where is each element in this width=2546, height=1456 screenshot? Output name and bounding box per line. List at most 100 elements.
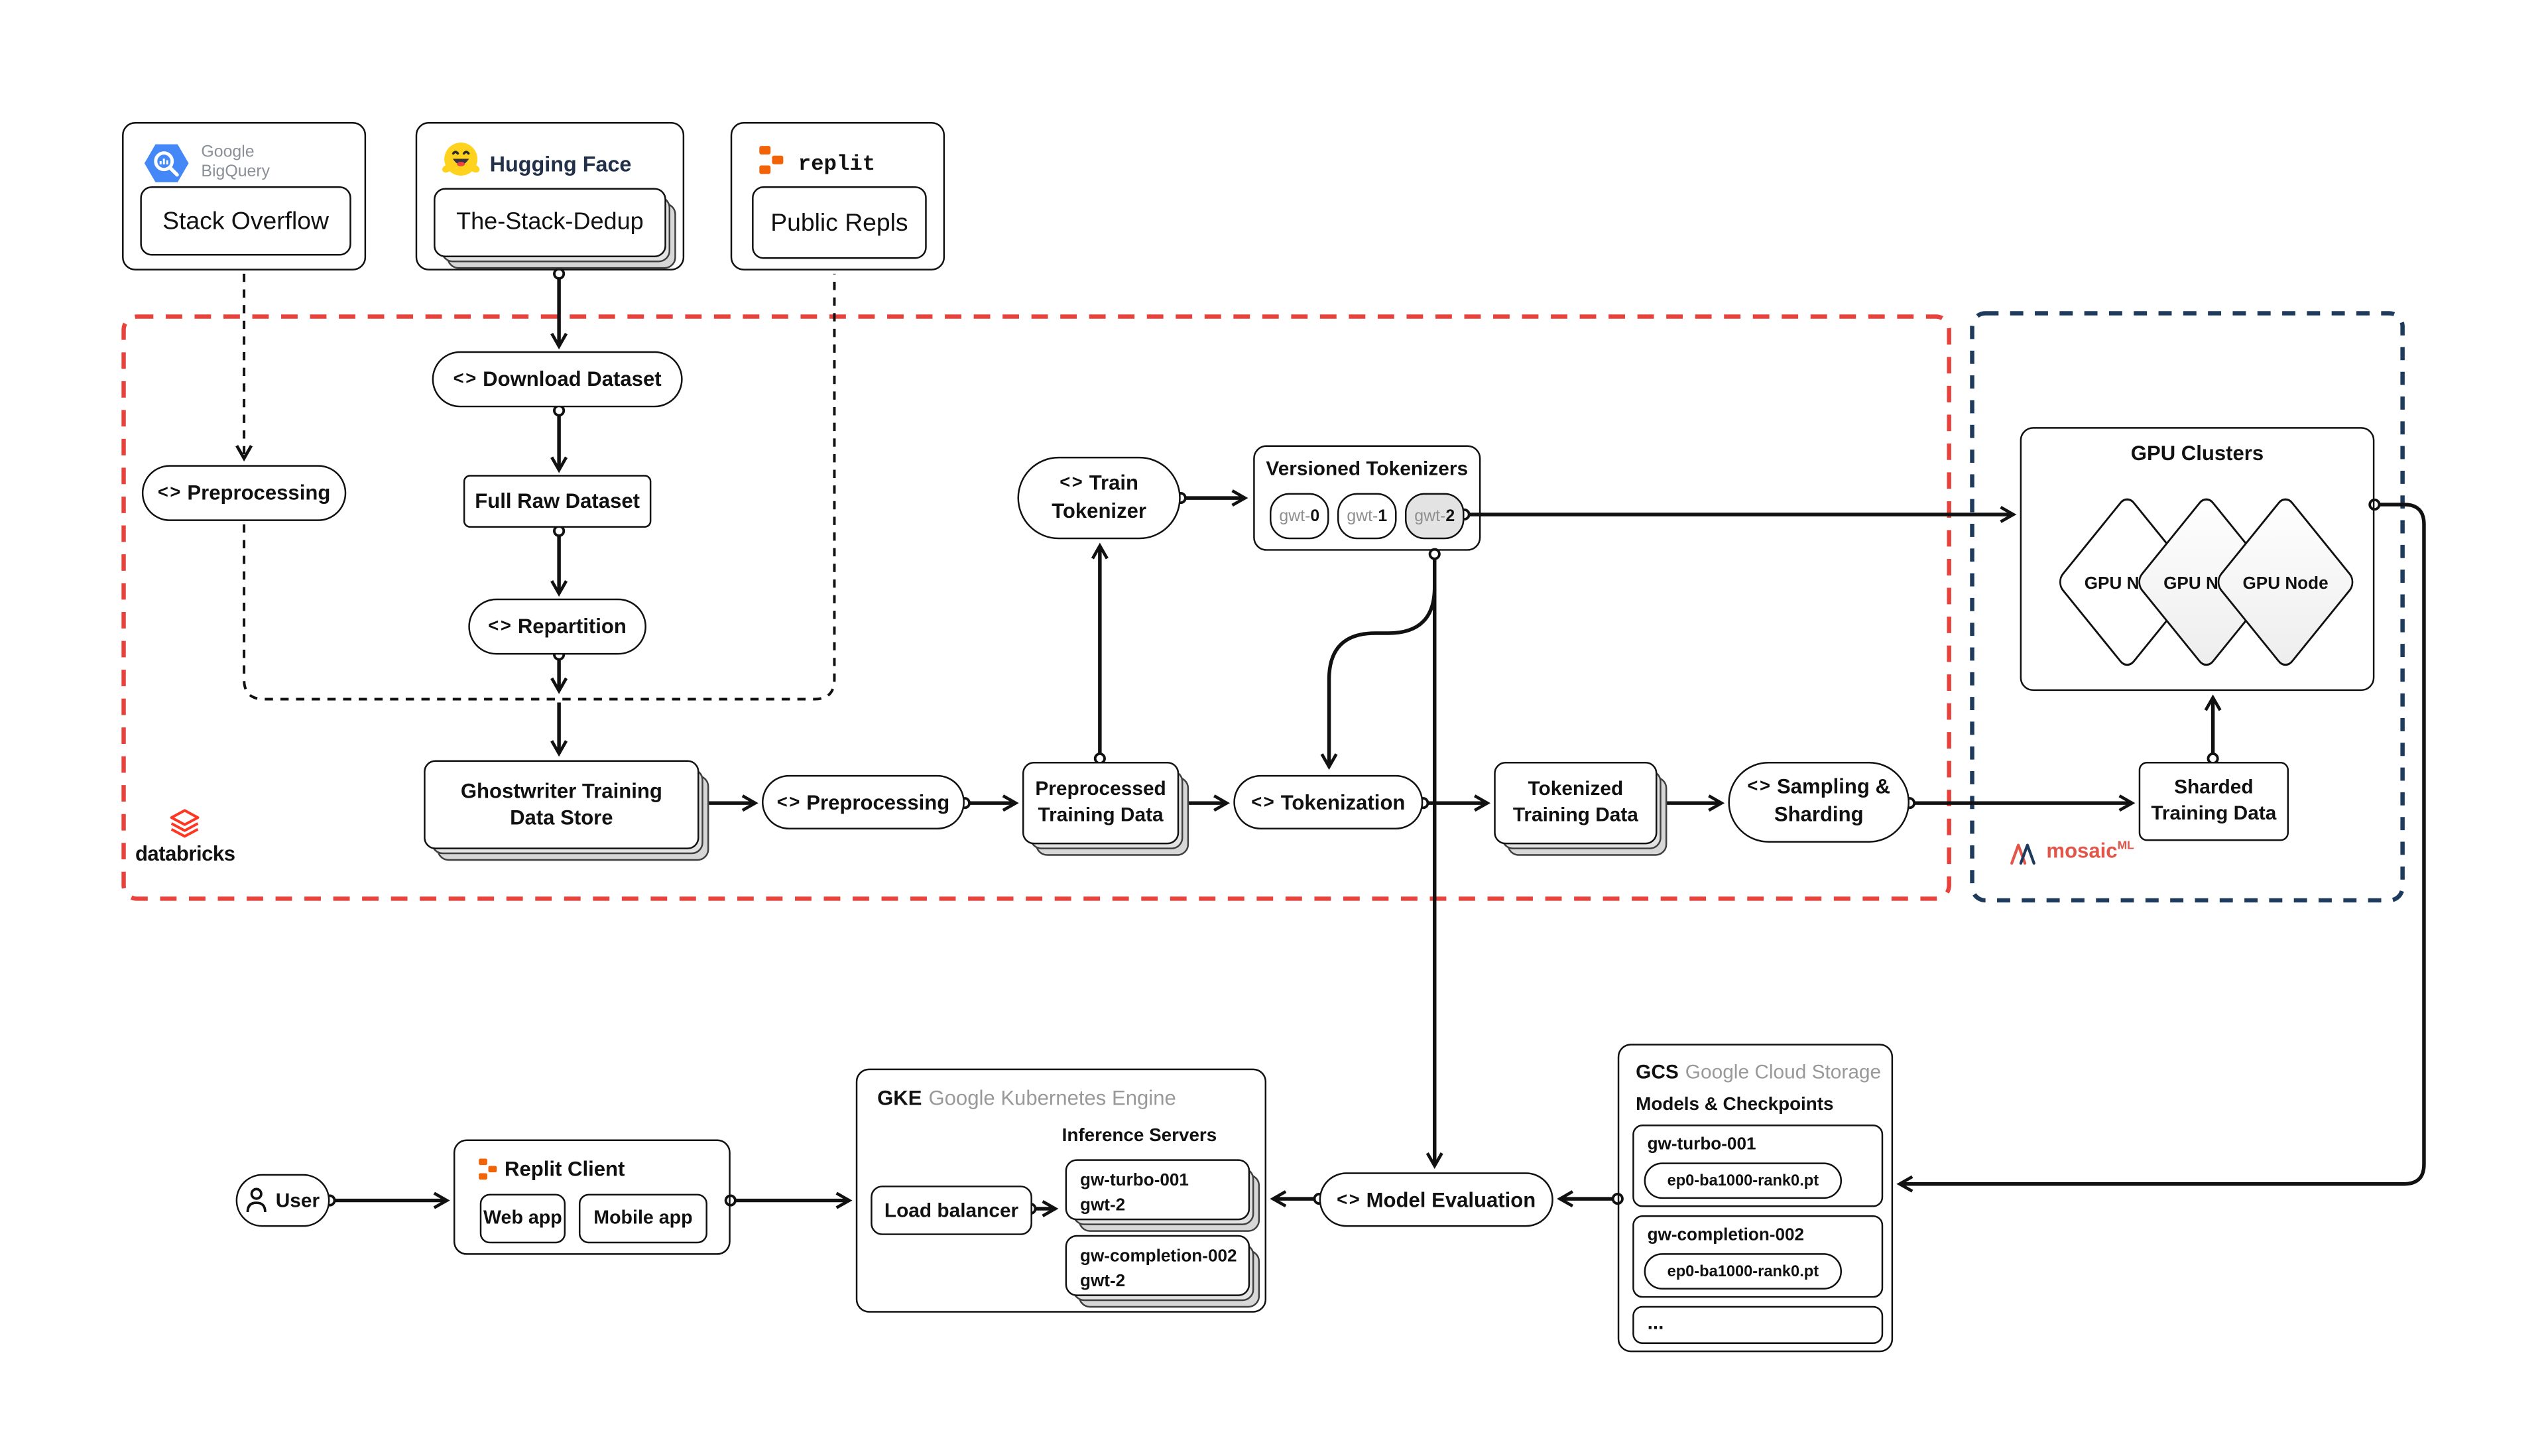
replit-client-box: Replit Client Web app Mobile app xyxy=(453,1139,731,1255)
download-dataset-label: Download Dataset xyxy=(483,367,662,391)
inference-server-1: gw-turbo-001 gwt-2 xyxy=(1065,1159,1250,1221)
gcs-title: GCS Google Cloud Storage xyxy=(1636,1060,1881,1083)
inference-server-2-tokenizer: gwt-2 xyxy=(1080,1272,1126,1292)
gke-abbr: GKE xyxy=(877,1086,922,1110)
gke-full: Google Kubernetes Engine xyxy=(928,1086,1176,1110)
gpu-node-label-3: GPU Node xyxy=(2242,573,2328,593)
train-tokenizer-node: < > Train Tokenizer xyxy=(1017,456,1181,540)
inference-server-2-name: gw-completion-002 xyxy=(1080,1246,1237,1267)
inference-server-2: gw-completion-002 gwt-2 xyxy=(1065,1235,1250,1296)
public-repls-node: Public Repls xyxy=(752,186,927,259)
inference-server-1-tokenizer: gwt-2 xyxy=(1080,1195,1126,1216)
tokenization-label: Tokenization xyxy=(1280,790,1406,814)
inference-servers-title: Inference Servers xyxy=(1061,1126,1217,1146)
replit-brand: replit xyxy=(798,151,876,177)
code-icon: < > xyxy=(776,792,800,812)
gcs-entry-2: gw-completion-002 ep0-ba1000-rank0.pt xyxy=(1632,1215,1884,1298)
gcs-box: GCS Google Cloud Storage Models & Checkpo… xyxy=(1617,1044,1894,1353)
train-tokenizer-line1: Train xyxy=(1089,471,1139,495)
gcs-entry-1-checkpoint-label: ep0-ba1000-rank0.pt xyxy=(1667,1172,1819,1190)
bigquery-source-box: Google BigQuery Stack Overflow xyxy=(122,122,367,271)
load-balancer-node: Load balancer xyxy=(871,1185,1032,1235)
mosaicml-icon xyxy=(2010,843,2035,865)
inference-server-1-name: gw-turbo-001 xyxy=(1080,1170,1189,1191)
preprocessed-data-node: Preprocessed Training Data xyxy=(1022,762,1180,845)
sampling-line2: Sharding xyxy=(1774,803,1864,827)
preprocessing-ingest-node: < > Preprocessing xyxy=(141,465,347,521)
bigquery-icon xyxy=(144,144,189,182)
tokenizer-version-gwt2: gwt-2 xyxy=(1404,493,1465,540)
gwt0-num: 0 xyxy=(1310,507,1320,526)
gpu-clusters-title: GPU Clusters xyxy=(2130,442,2264,465)
code-icon: < > xyxy=(488,617,511,637)
download-dataset-node: < > Download Dataset xyxy=(432,351,683,408)
gcs-entry-1-checkpoint: ep0-ba1000-rank0.pt xyxy=(1644,1162,1843,1199)
code-icon: < > xyxy=(157,483,181,503)
gpu-clusters-box: GPU Clusters GPU Node GPU Node GPU Node xyxy=(2020,427,2375,692)
gcs-entry-2-checkpoint-label: ep0-ba1000-rank0.pt xyxy=(1667,1262,1819,1281)
repartition-label: Repartition xyxy=(517,615,627,638)
sampling-line1: Sampling & xyxy=(1776,775,1890,799)
tokenized-data-node: Tokenized Training Data xyxy=(1494,762,1658,845)
mobile-app-label: Mobile app xyxy=(593,1209,693,1229)
gwt1-prefix: gwt- xyxy=(1347,507,1378,526)
gpu-nodes-graphic: GPU Node GPU Node GPU Node xyxy=(2059,498,2354,666)
connector-gwt2-branch-to-tokenization xyxy=(1320,587,1437,770)
user-node: User xyxy=(235,1174,330,1227)
web-app-label: Web app xyxy=(483,1209,562,1229)
model-evaluation-label: Model Evaluation xyxy=(1366,1187,1536,1211)
gwt0-prefix: gwt- xyxy=(1279,507,1311,526)
code-icon: < > xyxy=(1251,792,1274,812)
gcs-entry-3-name: ... xyxy=(1647,1311,1664,1335)
gcs-abbr: GCS xyxy=(1636,1060,1679,1083)
sharded-data-node: Sharded Training Data xyxy=(2138,762,2289,841)
preprocessing-main-node: < > Preprocessing xyxy=(762,774,965,829)
code-icon: < > xyxy=(1747,777,1770,798)
sharded-data-line1: Sharded xyxy=(2174,775,2254,799)
ghostwriter-store-line2: Data Store xyxy=(510,806,613,829)
stack-overflow-node: Stack Overflow xyxy=(140,186,351,256)
databricks-logo: databricks xyxy=(135,808,284,874)
gcs-entry-2-name: gw-completion-002 xyxy=(1647,1225,1805,1245)
public-repls-label: Public Repls xyxy=(770,208,908,237)
gcs-full: Google Cloud Storage xyxy=(1685,1060,1882,1083)
gwt2-num: 2 xyxy=(1445,507,1455,526)
user-label: User xyxy=(275,1189,320,1212)
replit-icon xyxy=(759,146,784,174)
tokenizer-version-gwt0: gwt-0 xyxy=(1270,493,1329,540)
databricks-wordmark: databricks xyxy=(135,842,235,866)
databricks-icon xyxy=(170,809,200,838)
huggingface-source-box: Hugging Face The-Stack-Dedup xyxy=(415,122,685,271)
sampling-sharding-node: < > Sampling & Sharding xyxy=(1728,762,1910,843)
gcs-entry-3: ... xyxy=(1632,1305,1884,1344)
huggingface-icon xyxy=(442,143,480,176)
mosaicml-wordmark: mosaicML xyxy=(2046,839,2134,863)
replit-source-box: replit Public Repls xyxy=(730,122,945,271)
tokenized-data-line2: Training Data xyxy=(1512,803,1638,827)
tokenization-node: < > Tokenization xyxy=(1233,774,1424,829)
bigquery-brand-line2: BigQuery xyxy=(201,162,271,182)
bigquery-brand: Google BigQuery xyxy=(201,143,270,182)
bigquery-brand-line1: Google xyxy=(201,143,255,162)
models-checkpoints-title: Models & Checkpoints xyxy=(1636,1095,1834,1115)
preprocessed-data-line1: Preprocessed xyxy=(1035,777,1166,801)
mobile-app-node: Mobile app xyxy=(578,1193,707,1244)
replit-client-icon xyxy=(479,1158,497,1180)
gwt2-prefix: gwt- xyxy=(1414,507,1446,526)
load-balancer-label: Load balancer xyxy=(884,1199,1019,1222)
gcs-entry-1-name: gw-turbo-001 xyxy=(1647,1134,1756,1154)
code-icon: < > xyxy=(453,369,477,389)
user-icon xyxy=(247,1187,267,1213)
connector-gpu-to-gcs-feedback xyxy=(1896,498,2426,1193)
gwt1-num: 1 xyxy=(1378,507,1388,526)
mosaic-word: mosaic xyxy=(2046,839,2118,863)
ghostwriter-store-line1: Ghostwriter Training xyxy=(460,779,662,803)
mosaicml-logo: mosaicML xyxy=(2008,839,2157,873)
mosaic-sup: ML xyxy=(2117,841,2134,853)
full-raw-dataset-node: Full Raw Dataset xyxy=(463,475,652,528)
tokenizer-version-gwt1: gwt-1 xyxy=(1337,493,1397,540)
train-tokenizer-line2: Tokenizer xyxy=(1052,499,1147,522)
